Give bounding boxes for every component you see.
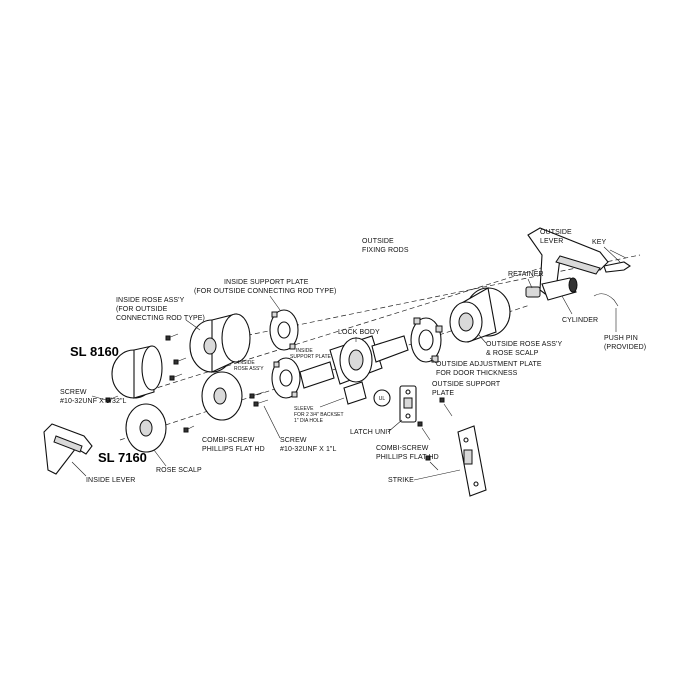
inside-lever-part [43, 423, 93, 475]
latch-unit-part [399, 385, 417, 423]
inside-support-plate-small-label: INSIDE SUPPORT PLATE [290, 348, 332, 360]
rose-scalp-label: ROSE SCALP [153, 449, 202, 474]
inside-support-plate-top-part [269, 309, 299, 351]
svg-text:RETAINER: RETAINER [508, 271, 544, 278]
retainer-label: RETAINER [508, 271, 544, 289]
svg-text:(FOR OUTSIDE CONNECTING ROD TY: (FOR OUTSIDE CONNECTING ROD TYPE) [194, 288, 336, 295]
screw-left-label: SCREW #10-32UNF X 9/32"L [60, 389, 127, 405]
ul-listing-icon: UL [373, 389, 391, 407]
cylinder-label: CYLINDER [561, 295, 598, 324]
sleeve-label: SLEEVE FOR 2 3/4" BACKSET 1" DIA HOLE [294, 397, 345, 424]
svg-text:CONNECTING ROD TYPE): CONNECTING ROD TYPE) [116, 315, 205, 322]
strike-label: STRIKE [388, 469, 461, 484]
combi-screws-right [417, 397, 453, 471]
latch-unit-label: LATCH UNIT [350, 419, 403, 436]
inside-rose-assy-lower-part [201, 371, 243, 421]
svg-text:KEY: KEY [592, 239, 607, 246]
inside-lever-label: INSIDE LEVER [71, 461, 135, 484]
svg-text:ROSE SCALP: ROSE SCALP [156, 467, 202, 474]
svg-text:SCREW: SCREW [280, 437, 307, 444]
lock-body-label: LOCK BODY [338, 329, 380, 342]
inside-support-plate-small-part [271, 357, 301, 399]
sl7160-model-label: SL 7160 [98, 450, 147, 465]
svg-text:LEVER: LEVER [540, 238, 563, 245]
outside-adjustment-plate-part [410, 317, 443, 363]
lock-body-part [299, 335, 409, 389]
sleeve-part [343, 381, 367, 405]
outside-lever-part [527, 227, 609, 297]
svg-text:& ROSE SCALP: & ROSE SCALP [486, 350, 539, 357]
svg-text:SL 7160: SL 7160 [98, 450, 147, 465]
push-pin-label: PUSH PIN (PROVIDED) [604, 308, 646, 351]
outside-lever-label: OUTSIDE LEVER [540, 229, 572, 245]
svg-text:SUPPORT PLATE: SUPPORT PLATE [290, 354, 332, 360]
rose-scalp-part [125, 403, 167, 453]
cylinder-part [541, 277, 578, 301]
inside-rose-assy-label: INSIDE ROSE ASS'Y (FOR OUTSIDE CONNECTIN… [116, 297, 205, 331]
svg-text:OUTSIDE ADJUSTMENT PLATE: OUTSIDE ADJUSTMENT PLATE [436, 361, 542, 368]
svg-text:INSIDE: INSIDE [296, 348, 313, 354]
inside-rose-assy-top-part [189, 313, 251, 373]
svg-text:FOR 2 3/4" BACKSET: FOR 2 3/4" BACKSET [294, 412, 344, 418]
key-label: KEY [592, 239, 621, 263]
svg-text:#10-32UNF X 1"L: #10-32UNF X 1"L [280, 446, 337, 453]
inside-support-plate-top-label: INSIDE SUPPORT PLATE (FOR OUTSIDE CONNEC… [194, 279, 336, 311]
key-part [603, 249, 631, 273]
outside-rose-assy-part [449, 287, 511, 343]
outside-fixing-rods-label: OUTSIDE FIXING RODS [362, 238, 409, 254]
strike-part [457, 425, 487, 497]
sl8160-rose-part [111, 345, 163, 399]
svg-text:LOCK BODY: LOCK BODY [338, 329, 380, 336]
push-pin-part [593, 293, 619, 307]
svg-text:PUSH PIN: PUSH PIN [604, 335, 638, 342]
svg-text:CYLINDER: CYLINDER [562, 317, 598, 324]
svg-text:COMBI-SCREW: COMBI-SCREW [376, 445, 429, 452]
sl8160-model-label: SL 8160 [70, 344, 119, 359]
svg-text:UL: UL [379, 396, 386, 402]
svg-text:PLATE: PLATE [432, 390, 454, 397]
svg-text:1" DIA HOLE: 1" DIA HOLE [294, 418, 324, 424]
svg-text:OUTSIDE: OUTSIDE [362, 238, 394, 245]
svg-text:SCREW: SCREW [60, 389, 87, 396]
svg-text:INSIDE SUPPORT PLATE: INSIDE SUPPORT PLATE [224, 279, 309, 286]
svg-text:STRIKE: STRIKE [388, 477, 414, 484]
svg-text:SL 8160: SL 8160 [70, 344, 119, 359]
svg-text:LATCH UNIT: LATCH UNIT [350, 429, 392, 436]
svg-text:PHILLIPS FLAT HD: PHILLIPS FLAT HD [376, 454, 439, 461]
svg-text:PHILLIPS FLAT HD: PHILLIPS FLAT HD [202, 446, 265, 453]
outside-adjustment-plate-label: OUTSIDE ADJUSTMENT PLATE FOR DOOR THICKN… [429, 357, 542, 377]
svg-text:(FOR OUTSIDE: (FOR OUTSIDE [116, 306, 168, 313]
inside-rose-assy-small-label: INSIDE ROSE ASS'Y [234, 360, 264, 372]
svg-text:OUTSIDE SUPPORT: OUTSIDE SUPPORT [432, 381, 501, 388]
outside-support-plate-label: OUTSIDE SUPPORT PLATE [432, 381, 501, 397]
svg-text:INSIDE ROSE ASS'Y: INSIDE ROSE ASS'Y [116, 297, 185, 304]
svg-text:INSIDE: INSIDE [238, 360, 255, 366]
svg-text:ROSE ASS'Y: ROSE ASS'Y [234, 366, 264, 372]
svg-text:COMBI-SCREW: COMBI-SCREW [202, 437, 255, 444]
svg-text:FIXING RODS: FIXING RODS [362, 247, 409, 254]
svg-text:OUTSIDE ROSE ASS'Y: OUTSIDE ROSE ASS'Y [486, 341, 562, 348]
svg-text:OUTSIDE: OUTSIDE [540, 229, 572, 236]
svg-text:#10-32UNF X 9/32"L: #10-32UNF X 9/32"L [60, 398, 127, 405]
retainer-part [525, 286, 541, 298]
svg-text:SLEEVE: SLEEVE [294, 406, 314, 412]
svg-text:INSIDE LEVER: INSIDE LEVER [86, 477, 135, 484]
screw-center-label: SCREW #10-32UNF X 1"L [263, 405, 337, 453]
combi-screw-left-label: COMBI-SCREW PHILLIPS FLAT HD [202, 437, 265, 453]
svg-text:FOR DOOR THICKNESS: FOR DOOR THICKNESS [436, 370, 518, 377]
combi-screw-right-label: COMBI-SCREW PHILLIPS FLAT HD [376, 445, 439, 461]
svg-text:(PROVIDED): (PROVIDED) [604, 344, 646, 351]
outside-rose-assy-label: OUTSIDE ROSE ASS'Y & ROSE SCALP [477, 333, 562, 357]
